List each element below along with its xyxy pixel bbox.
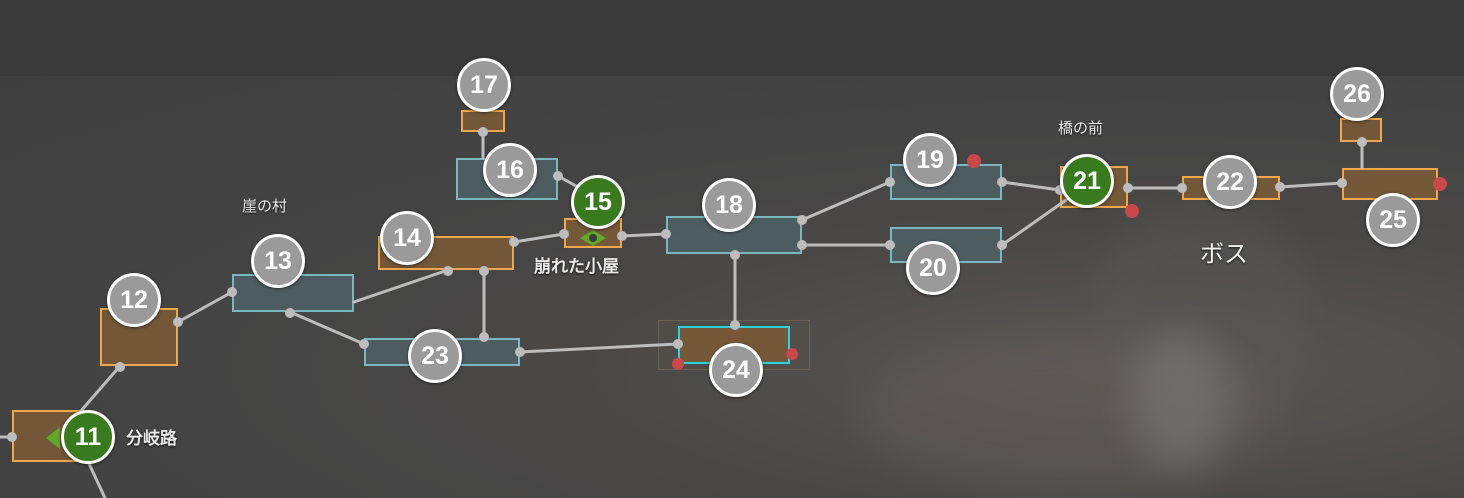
- node-23[interactable]: 23: [408, 329, 462, 383]
- node-16[interactable]: 16: [483, 143, 537, 197]
- connector-lines: [0, 130, 1364, 498]
- node-26[interactable]: 26: [1330, 67, 1384, 121]
- node-17[interactable]: 17: [457, 58, 511, 112]
- area-label-cliff-village: 崖の村: [242, 197, 288, 215]
- connector-dots: [7, 127, 1367, 442]
- area-label-bridge-front: 橋の前: [1058, 119, 1104, 137]
- node-18[interactable]: 18: [702, 178, 756, 232]
- enemy-marker-24-left: [672, 358, 684, 370]
- node-11[interactable]: 11: [61, 410, 115, 464]
- area-label-branch: 分岐路: [126, 429, 177, 449]
- node-20[interactable]: 20: [906, 241, 960, 295]
- area-label-ruined-hut: 崩れた小屋: [534, 257, 619, 277]
- node-12[interactable]: 12: [107, 273, 161, 327]
- area-label-boss: ボス: [1200, 240, 1248, 268]
- node-24[interactable]: 24: [709, 343, 763, 397]
- node-15[interactable]: 15: [571, 175, 625, 229]
- save-point-icon: [46, 230, 606, 449]
- background-ruins-texture: [860, 330, 1280, 490]
- node-13[interactable]: 13: [251, 234, 305, 288]
- node-22[interactable]: 22: [1203, 155, 1257, 209]
- enemy-marker-21: [1125, 204, 1139, 218]
- enemy-marker-19: [967, 154, 981, 168]
- enemy-marker-25: [1433, 177, 1447, 191]
- background-figure-texture: [1090, 200, 1310, 440]
- node-19[interactable]: 19: [903, 133, 957, 187]
- node-14[interactable]: 14: [380, 211, 434, 265]
- enemy-markers: [672, 154, 1447, 370]
- node-21[interactable]: 21: [1060, 154, 1114, 208]
- node-25[interactable]: 25: [1366, 193, 1420, 247]
- enemy-marker-24-right: [786, 348, 798, 360]
- background-girl-texture: [1130, 330, 1230, 470]
- top-band: [0, 0, 1464, 76]
